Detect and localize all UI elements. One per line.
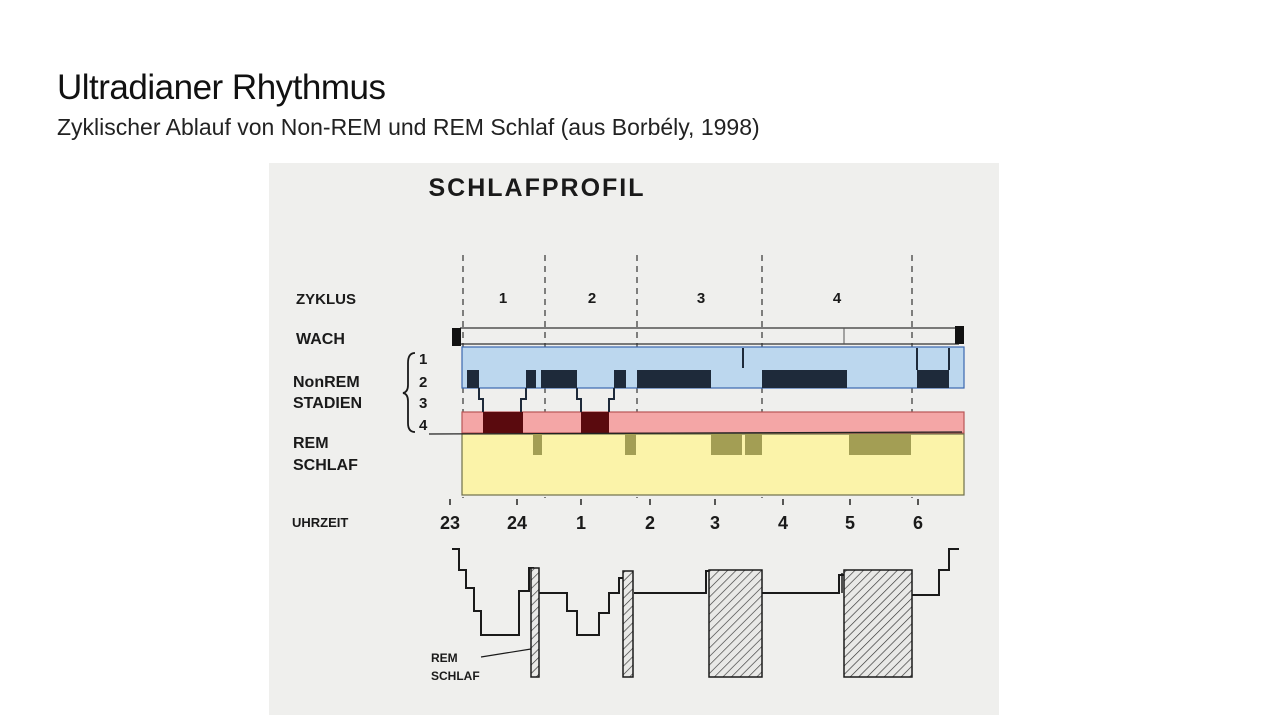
stages-brace bbox=[402, 352, 416, 433]
lower-schlaf-label: SCHLAF bbox=[431, 669, 480, 683]
label-stadien: STADIEN bbox=[293, 395, 362, 412]
time-label: 23 bbox=[440, 513, 460, 533]
hypnogram-stage-bars bbox=[428, 348, 963, 435]
stage-number: 2 bbox=[419, 374, 427, 391]
label-rem: REM bbox=[293, 435, 329, 452]
cycle-number: 3 bbox=[697, 290, 705, 307]
time-label: 6 bbox=[913, 513, 923, 533]
sleep-profile-svg: SCHLAFPROFIL ZYKLUS WACH NonREM STADIEN … bbox=[292, 174, 965, 683]
slide-title: Ultradianer Rhythmus bbox=[57, 68, 386, 107]
slide-subtitle: Zyklischer Ablauf von Non-REM und REM Sc… bbox=[57, 114, 760, 140]
lower-hypnogram-line bbox=[452, 548, 959, 636]
stage-number: 1 bbox=[419, 351, 427, 368]
time-ticks bbox=[449, 499, 919, 505]
time-label: 5 bbox=[845, 513, 855, 533]
nonrem-light-highlight bbox=[461, 346, 965, 389]
rem-blocks bbox=[533, 434, 911, 455]
stage-number: 4 bbox=[419, 417, 428, 434]
sleep-profile-figure: SCHLAFPROFIL ZYKLUS WACH NonREM STADIEN … bbox=[269, 163, 999, 715]
lower-label-pointer bbox=[480, 648, 532, 658]
time-label: 4 bbox=[778, 513, 788, 533]
label-nonrem: NonREM bbox=[293, 374, 360, 391]
cycle-number: 1 bbox=[499, 290, 507, 307]
label-wach: WACH bbox=[296, 331, 345, 348]
wake-bar bbox=[452, 326, 964, 346]
time-label: 1 bbox=[576, 513, 586, 533]
lower-rem-hatch-blocks bbox=[530, 567, 913, 678]
time-label: 24 bbox=[507, 513, 527, 533]
time-label: 3 bbox=[710, 513, 720, 533]
lower-rem-label: REM bbox=[431, 651, 458, 665]
time-label: 2 bbox=[645, 513, 655, 533]
cycle-number: 2 bbox=[588, 290, 596, 307]
label-uhrzeit: UHRZEIT bbox=[292, 515, 348, 530]
label-schlaf: SCHLAF bbox=[293, 457, 358, 474]
figure-title: SCHLAFPROFIL bbox=[428, 174, 645, 202]
stage-number: 3 bbox=[419, 395, 427, 412]
label-zyklus: ZYKLUS bbox=[296, 291, 356, 308]
deep-sleep-highlight bbox=[461, 411, 965, 434]
cycle-number: 4 bbox=[833, 290, 842, 307]
